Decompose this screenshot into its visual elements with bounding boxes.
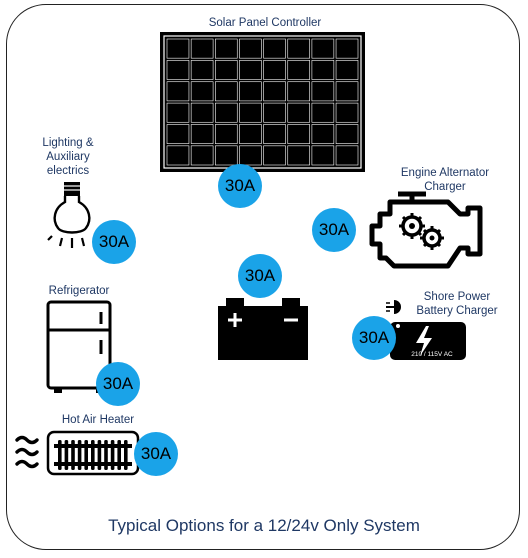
shore-rating-badge: 30A [352,316,396,360]
shore-label-line2: Battery Charger [416,305,498,317]
refrigerator-icon [46,300,112,393]
heater-rating-badge: 30A [134,432,178,476]
shore-charger-icon [386,300,466,360]
lighting-label: Lighting & Auxiliary electrics [30,136,106,178]
shore-label: Shore Power Battery Charger [412,290,502,318]
shore-charger-text: 210 / 115V AC [411,351,453,358]
solar-panel-icon [160,32,365,172]
engine-icon [369,191,483,269]
heat-waves-icon [15,435,39,469]
shore-label-line1: Shore Power [423,291,491,303]
battery-rating-badge: 30A [238,254,282,298]
lighting-label-line3: electrics [46,165,90,177]
lighting-label-line1: Lighting & [42,137,94,149]
refrigerator-rating-badge: 30A [96,362,140,406]
diagram-frame [6,4,520,550]
alternator-rating-badge: 30A [312,208,356,252]
heater-icon [46,430,140,476]
diagram-caption: Typical Options for a 12/24v Only System [108,516,420,535]
alternator-label: Engine Alternator Charger [395,166,495,194]
solar-rating-badge: 30A [218,164,262,208]
alternator-label-line2: Charger [424,181,466,193]
heater-label: Hot Air Heater [61,414,135,426]
solar-label: Solar Panel Controller [208,17,322,29]
refrigerator-label: Refrigerator [48,285,110,297]
alternator-label-line1: Engine Alternator [400,167,490,179]
battery-icon [218,298,308,360]
lighting-label-line2: Auxiliary [46,151,90,163]
light-bulb-icon [47,182,91,248]
lighting-rating-badge: 30A [92,220,136,264]
